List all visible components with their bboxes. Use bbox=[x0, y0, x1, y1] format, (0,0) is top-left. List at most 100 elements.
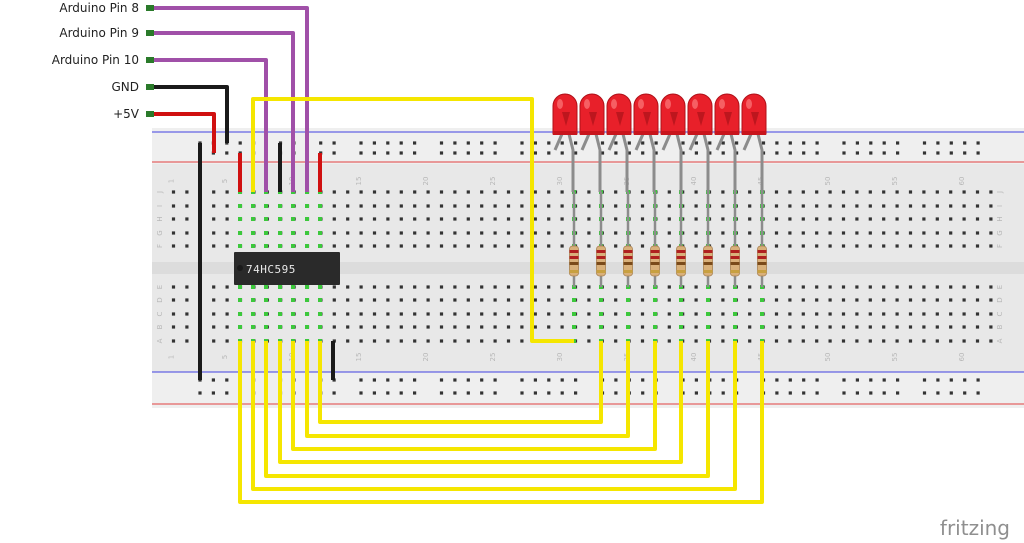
hole bbox=[480, 339, 484, 343]
hole bbox=[533, 325, 537, 329]
hole bbox=[225, 298, 229, 302]
output-wire bbox=[264, 341, 710, 478]
hole bbox=[520, 217, 524, 221]
rail-hole bbox=[238, 141, 242, 145]
row-letter: E bbox=[996, 285, 1004, 289]
resistor[interactable] bbox=[623, 192, 633, 287]
hole bbox=[949, 325, 953, 329]
resistor[interactable] bbox=[569, 192, 579, 287]
hole bbox=[560, 285, 564, 289]
hole bbox=[908, 217, 913, 221]
led[interactable] bbox=[714, 93, 740, 192]
hole bbox=[788, 312, 792, 316]
rail-hole bbox=[802, 391, 806, 395]
hole bbox=[520, 231, 524, 235]
shift-register-chip[interactable]: 74HC595 bbox=[234, 252, 340, 285]
column-number-top: 55 bbox=[891, 177, 899, 186]
resistor-band bbox=[623, 270, 633, 273]
row-letter: C bbox=[156, 311, 164, 316]
resistor[interactable] bbox=[596, 192, 606, 287]
led-rim bbox=[715, 131, 739, 135]
hole bbox=[801, 312, 805, 316]
rail-hole bbox=[359, 151, 363, 155]
rail-hole bbox=[614, 151, 618, 155]
hole bbox=[413, 204, 417, 208]
hole bbox=[962, 285, 966, 289]
led[interactable] bbox=[687, 93, 713, 192]
hole bbox=[225, 325, 229, 329]
hole bbox=[560, 204, 564, 208]
rail-hole bbox=[654, 151, 658, 155]
hole bbox=[359, 285, 363, 289]
hole bbox=[212, 231, 216, 235]
hole bbox=[547, 231, 551, 235]
column-number-top: 60 bbox=[958, 177, 966, 186]
hole-connected bbox=[264, 231, 268, 235]
hole-connected bbox=[251, 204, 255, 208]
hole bbox=[587, 312, 591, 316]
hole bbox=[841, 298, 846, 302]
hole bbox=[922, 217, 926, 221]
hole bbox=[171, 217, 176, 221]
hole bbox=[386, 204, 390, 208]
hole bbox=[882, 190, 886, 194]
hole-connected bbox=[305, 312, 309, 316]
hole bbox=[413, 298, 417, 302]
rail-hole bbox=[413, 391, 417, 395]
hole bbox=[841, 312, 846, 316]
resistor[interactable] bbox=[757, 192, 767, 287]
hole bbox=[922, 325, 926, 329]
hole-connected bbox=[264, 312, 268, 316]
rail-hole bbox=[694, 141, 698, 145]
resistor[interactable] bbox=[650, 192, 660, 287]
row-letter: J bbox=[156, 191, 164, 194]
rail-hole bbox=[225, 378, 229, 382]
hole bbox=[922, 339, 926, 343]
led[interactable] bbox=[552, 93, 578, 192]
hole bbox=[493, 285, 497, 289]
resistor[interactable] bbox=[730, 192, 740, 287]
hole bbox=[212, 325, 216, 329]
resistor[interactable] bbox=[676, 192, 686, 287]
led[interactable] bbox=[741, 93, 767, 192]
hole-connected bbox=[278, 298, 282, 302]
hole bbox=[748, 339, 752, 343]
hole bbox=[439, 312, 444, 316]
rail-hole bbox=[641, 141, 645, 145]
resistor-band bbox=[650, 270, 660, 273]
row-letter: D bbox=[996, 297, 1004, 302]
led[interactable] bbox=[660, 93, 686, 192]
rail-hole bbox=[453, 151, 457, 155]
rail-hole bbox=[922, 141, 927, 145]
hole bbox=[212, 312, 216, 316]
resistor-band bbox=[703, 250, 713, 253]
led[interactable] bbox=[606, 93, 632, 192]
hole bbox=[587, 285, 591, 289]
hole bbox=[533, 231, 537, 235]
rail-hole bbox=[842, 378, 846, 382]
hole bbox=[721, 285, 725, 289]
hole bbox=[748, 325, 752, 329]
hole bbox=[882, 204, 886, 208]
hole bbox=[372, 339, 377, 343]
rail-hole bbox=[493, 378, 497, 382]
hole bbox=[332, 244, 336, 248]
hole-connected bbox=[264, 325, 268, 329]
resistor-band bbox=[650, 262, 660, 265]
led[interactable] bbox=[579, 93, 605, 192]
rail-hole bbox=[735, 141, 739, 145]
resistor[interactable] bbox=[703, 192, 713, 287]
hole-connected bbox=[318, 298, 322, 302]
hole-connected bbox=[572, 325, 576, 329]
resistor-band bbox=[730, 256, 740, 259]
row-letter: B bbox=[996, 324, 1004, 329]
hole-connected bbox=[251, 244, 255, 248]
led[interactable] bbox=[633, 93, 659, 192]
hole bbox=[171, 190, 176, 194]
hole bbox=[922, 231, 926, 235]
hole-connected bbox=[238, 217, 242, 221]
hole bbox=[506, 190, 511, 194]
rail-hole bbox=[332, 141, 336, 145]
hole bbox=[480, 190, 484, 194]
hole bbox=[386, 231, 390, 235]
